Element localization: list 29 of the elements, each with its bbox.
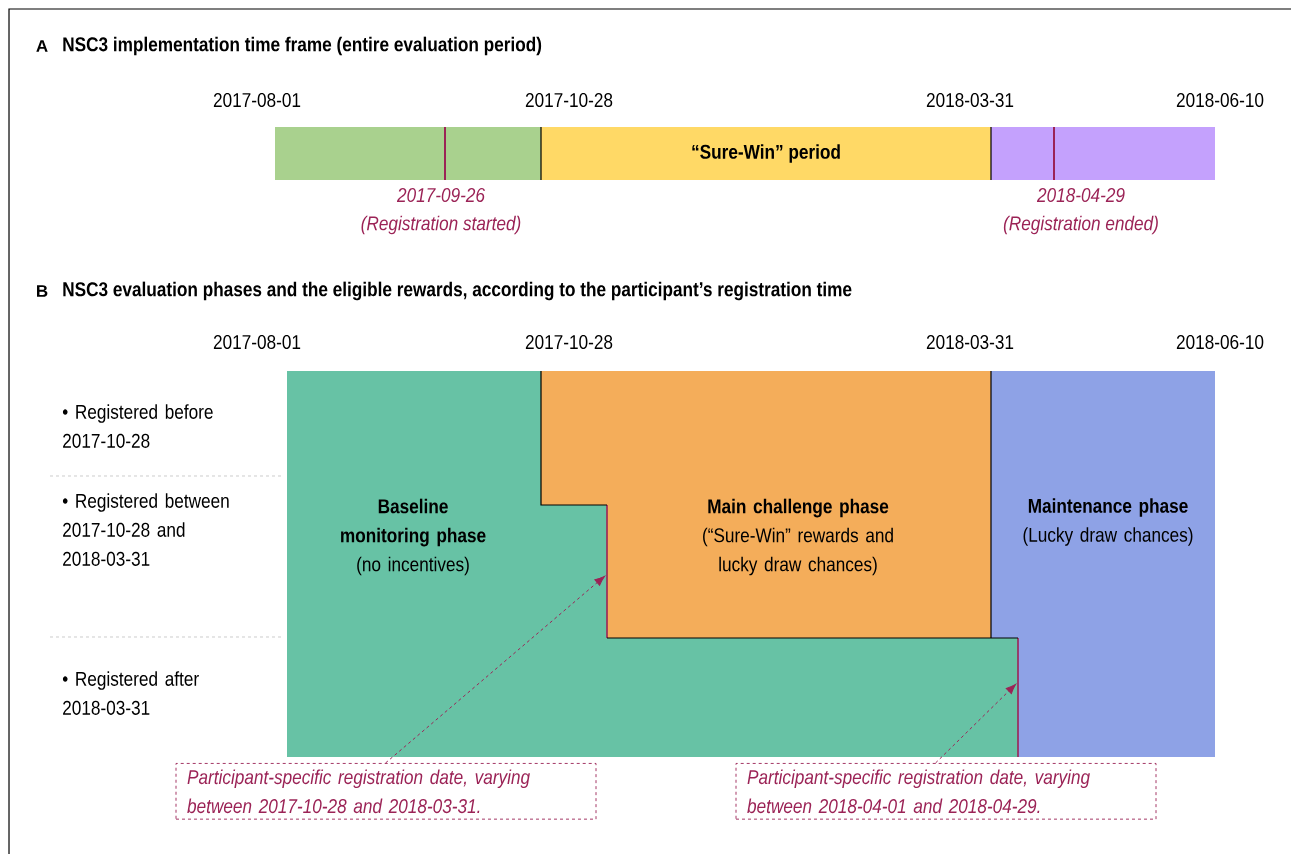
date-label: 2017-08-01 [213, 334, 301, 350]
date-label: 2018-03-31 [926, 334, 1014, 350]
annotation-text: (Registration ended) [1003, 215, 1158, 235]
annotation-text: (Registration started) [361, 215, 521, 235]
phase-area: Main challenge phase (“Sure-Win” rewards and lucky draw chances) [541, 371, 991, 638]
date-label: 2017-09-26 [396, 187, 485, 203]
date-label: 2018-06-10 [1176, 92, 1264, 108]
section-title: NSC3 evaluation phases and the eligible rewards, according to the participant’s registration time [63, 281, 852, 301]
section-title: NSC3 implementation time frame (entire evaluation period) [63, 36, 542, 56]
section-letter: B [37, 285, 48, 297]
row-label: • Registered between 2017-10-28 and 2018-03-31 [62, 493, 229, 566]
leader-arrow [935, 683, 1017, 764]
timeline-bar [991, 127, 1215, 180]
row-label: • Registered before 2017-10-28 [62, 404, 213, 448]
section-letter: A [36, 40, 48, 52]
row-label: • Registered after 2018-03-31 [62, 671, 199, 715]
phase-area: Maintenance phase (Lucky draw chances) [991, 371, 1215, 757]
timeline-bar: “Sure-Win” period [541, 127, 991, 180]
date-label: 2017-10-28 [525, 334, 613, 350]
date-label: 2018-03-31 [926, 92, 1014, 108]
date-label: 2017-10-28 [525, 92, 613, 108]
callout-box: Participant-specific registration date, varying between 2017-10-28 and 2018-03-31. [175, 763, 597, 820]
leader-arrow [385, 575, 605, 764]
timeline-bar [275, 127, 541, 180]
registration-line [1017, 638, 1019, 757]
date-label: 2017-08-01 [213, 92, 301, 108]
callout-box: Participant-specific registration date, varying between 2018-04-01 and 2018-04-29. [735, 763, 1157, 820]
date-label: 2018-06-10 [1176, 334, 1264, 350]
date-label: 2018-04-29 [1036, 187, 1125, 203]
